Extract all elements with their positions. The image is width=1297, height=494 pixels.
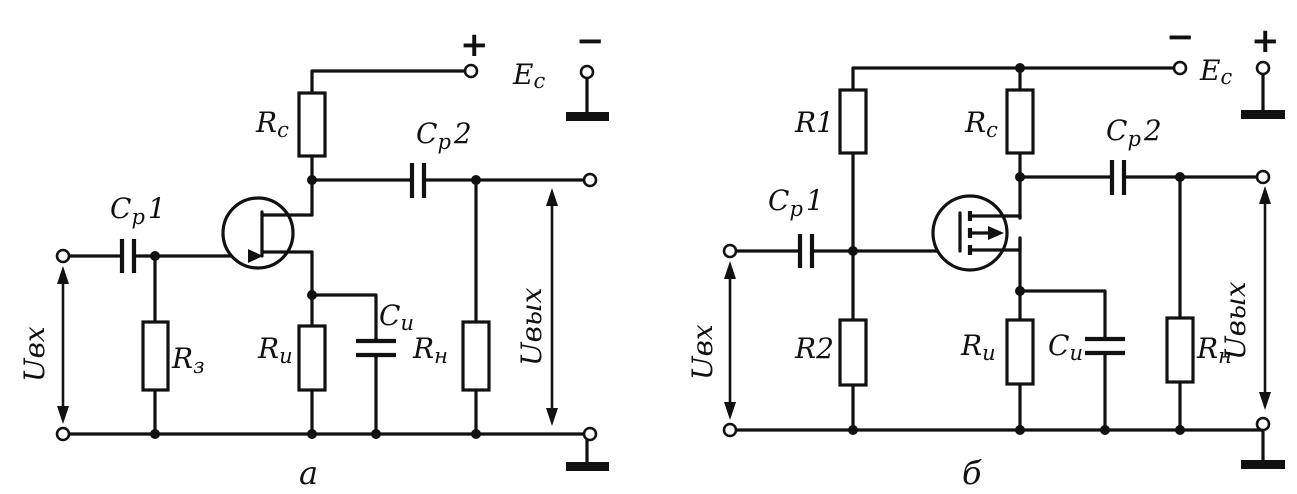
ground-bar-a-supply <box>566 112 609 121</box>
junction-b6 <box>848 425 858 435</box>
resistor-r2-b <box>838 318 868 387</box>
label-a-ci: Cи <box>379 299 414 335</box>
resistor-rz-a <box>141 320 170 392</box>
capacitor-cp1-b <box>797 234 815 268</box>
label-b-uout: Uвых <box>1219 281 1252 360</box>
label-a-rz: Rз <box>171 342 205 378</box>
ground-bar-a-output <box>566 462 609 471</box>
terminal-b-out-top <box>1255 169 1271 185</box>
label-a-ec: Ec <box>512 58 545 93</box>
ground-bar-b-output <box>1241 460 1285 469</box>
terminal-a-out-bottom <box>582 426 598 442</box>
label-b-r1: R1 <box>794 106 834 139</box>
arrow-a-uout <box>546 188 558 426</box>
arrow-b-uin <box>724 261 736 420</box>
junction-a5 <box>150 429 160 439</box>
ground-bar-b-supply <box>1241 110 1285 119</box>
resistor-ri-b <box>1005 318 1035 386</box>
transistor-mosfet-b <box>931 194 1022 272</box>
junction-b7 <box>1015 425 1025 435</box>
junction-b2 <box>848 246 858 256</box>
resistor-rn-a <box>461 320 491 392</box>
caption-a: а <box>299 454 318 492</box>
terminal-b-out-bottom <box>1255 416 1271 432</box>
resistor-rc-a <box>297 91 327 158</box>
capacitor-ci-a <box>356 338 396 358</box>
label-b-rn: Rн <box>1196 332 1232 368</box>
junction-a7 <box>371 429 381 439</box>
junction-a1 <box>150 251 160 261</box>
terminal-b-in-top <box>722 243 738 259</box>
label-b-ri: Rи <box>960 329 996 365</box>
capacitor-ci-b <box>1085 336 1125 356</box>
resistor-ri-a <box>297 324 327 392</box>
arrow-a-uin <box>57 266 69 424</box>
label-b-uin: Uвх <box>686 324 719 380</box>
junction-a8 <box>471 429 481 439</box>
resistor-r1-b <box>838 88 868 155</box>
junction-a3 <box>471 175 481 185</box>
wire-b-ci <box>1018 289 1107 432</box>
junction-b5 <box>1015 286 1025 296</box>
label-b-ec: Ec <box>1199 54 1232 89</box>
terminal-a-out-top <box>582 172 598 188</box>
junction-b3 <box>1015 172 1025 182</box>
capacitor-cp2-a <box>409 163 427 198</box>
capacitor-cp2-b <box>1109 160 1127 195</box>
junction-b9 <box>1175 425 1185 435</box>
label-a-plus: + <box>460 25 489 65</box>
label-b-rc: Rc <box>964 106 998 142</box>
caption-b: б <box>962 454 982 492</box>
resistor-rc-b <box>1005 88 1035 155</box>
terminal-a-supply <box>463 63 479 79</box>
wire-b-supply <box>851 66 1178 92</box>
junction-a2 <box>307 175 317 185</box>
transistor-jfet-a <box>221 196 314 270</box>
capacitor-cp1-a <box>119 239 137 273</box>
label-b-minus: − <box>1166 17 1195 57</box>
label-a-uin: Uвх <box>18 326 51 382</box>
terminal-a-supply-ref <box>579 64 595 80</box>
label-a-minus: − <box>576 21 605 61</box>
junction-b1 <box>1015 63 1025 73</box>
label-b-r2: R2 <box>794 332 834 365</box>
terminal-b-supply-ref <box>1255 60 1271 76</box>
label-a-rn: Rн <box>412 332 448 368</box>
label-a-uout: Uвых <box>515 287 548 366</box>
wire-b-drain <box>1018 151 1114 220</box>
terminal-a-in-top <box>55 248 71 264</box>
wire-a-drain <box>310 154 414 217</box>
junction-b4 <box>1175 172 1185 182</box>
label-b-plus: + <box>1251 21 1280 61</box>
junction-a4 <box>307 290 317 300</box>
terminal-b-in-bottom <box>722 422 738 438</box>
wire-a-supply <box>310 69 469 95</box>
terminal-a-in-bottom <box>55 426 71 442</box>
resistor-rn-b <box>1165 316 1195 384</box>
junction-a6 <box>307 429 317 439</box>
arrow-b-uout <box>1259 186 1271 410</box>
label-a-rc: Rc <box>255 106 289 142</box>
terminal-b-supply <box>1172 60 1188 76</box>
label-a-ri: Rи <box>257 332 293 368</box>
wire-b-out <box>1122 175 1260 432</box>
junction-b8 <box>1100 425 1110 435</box>
label-b-ci: Cи <box>1048 329 1083 365</box>
wire-a-ci <box>310 293 378 436</box>
wire-a-out <box>422 178 589 436</box>
